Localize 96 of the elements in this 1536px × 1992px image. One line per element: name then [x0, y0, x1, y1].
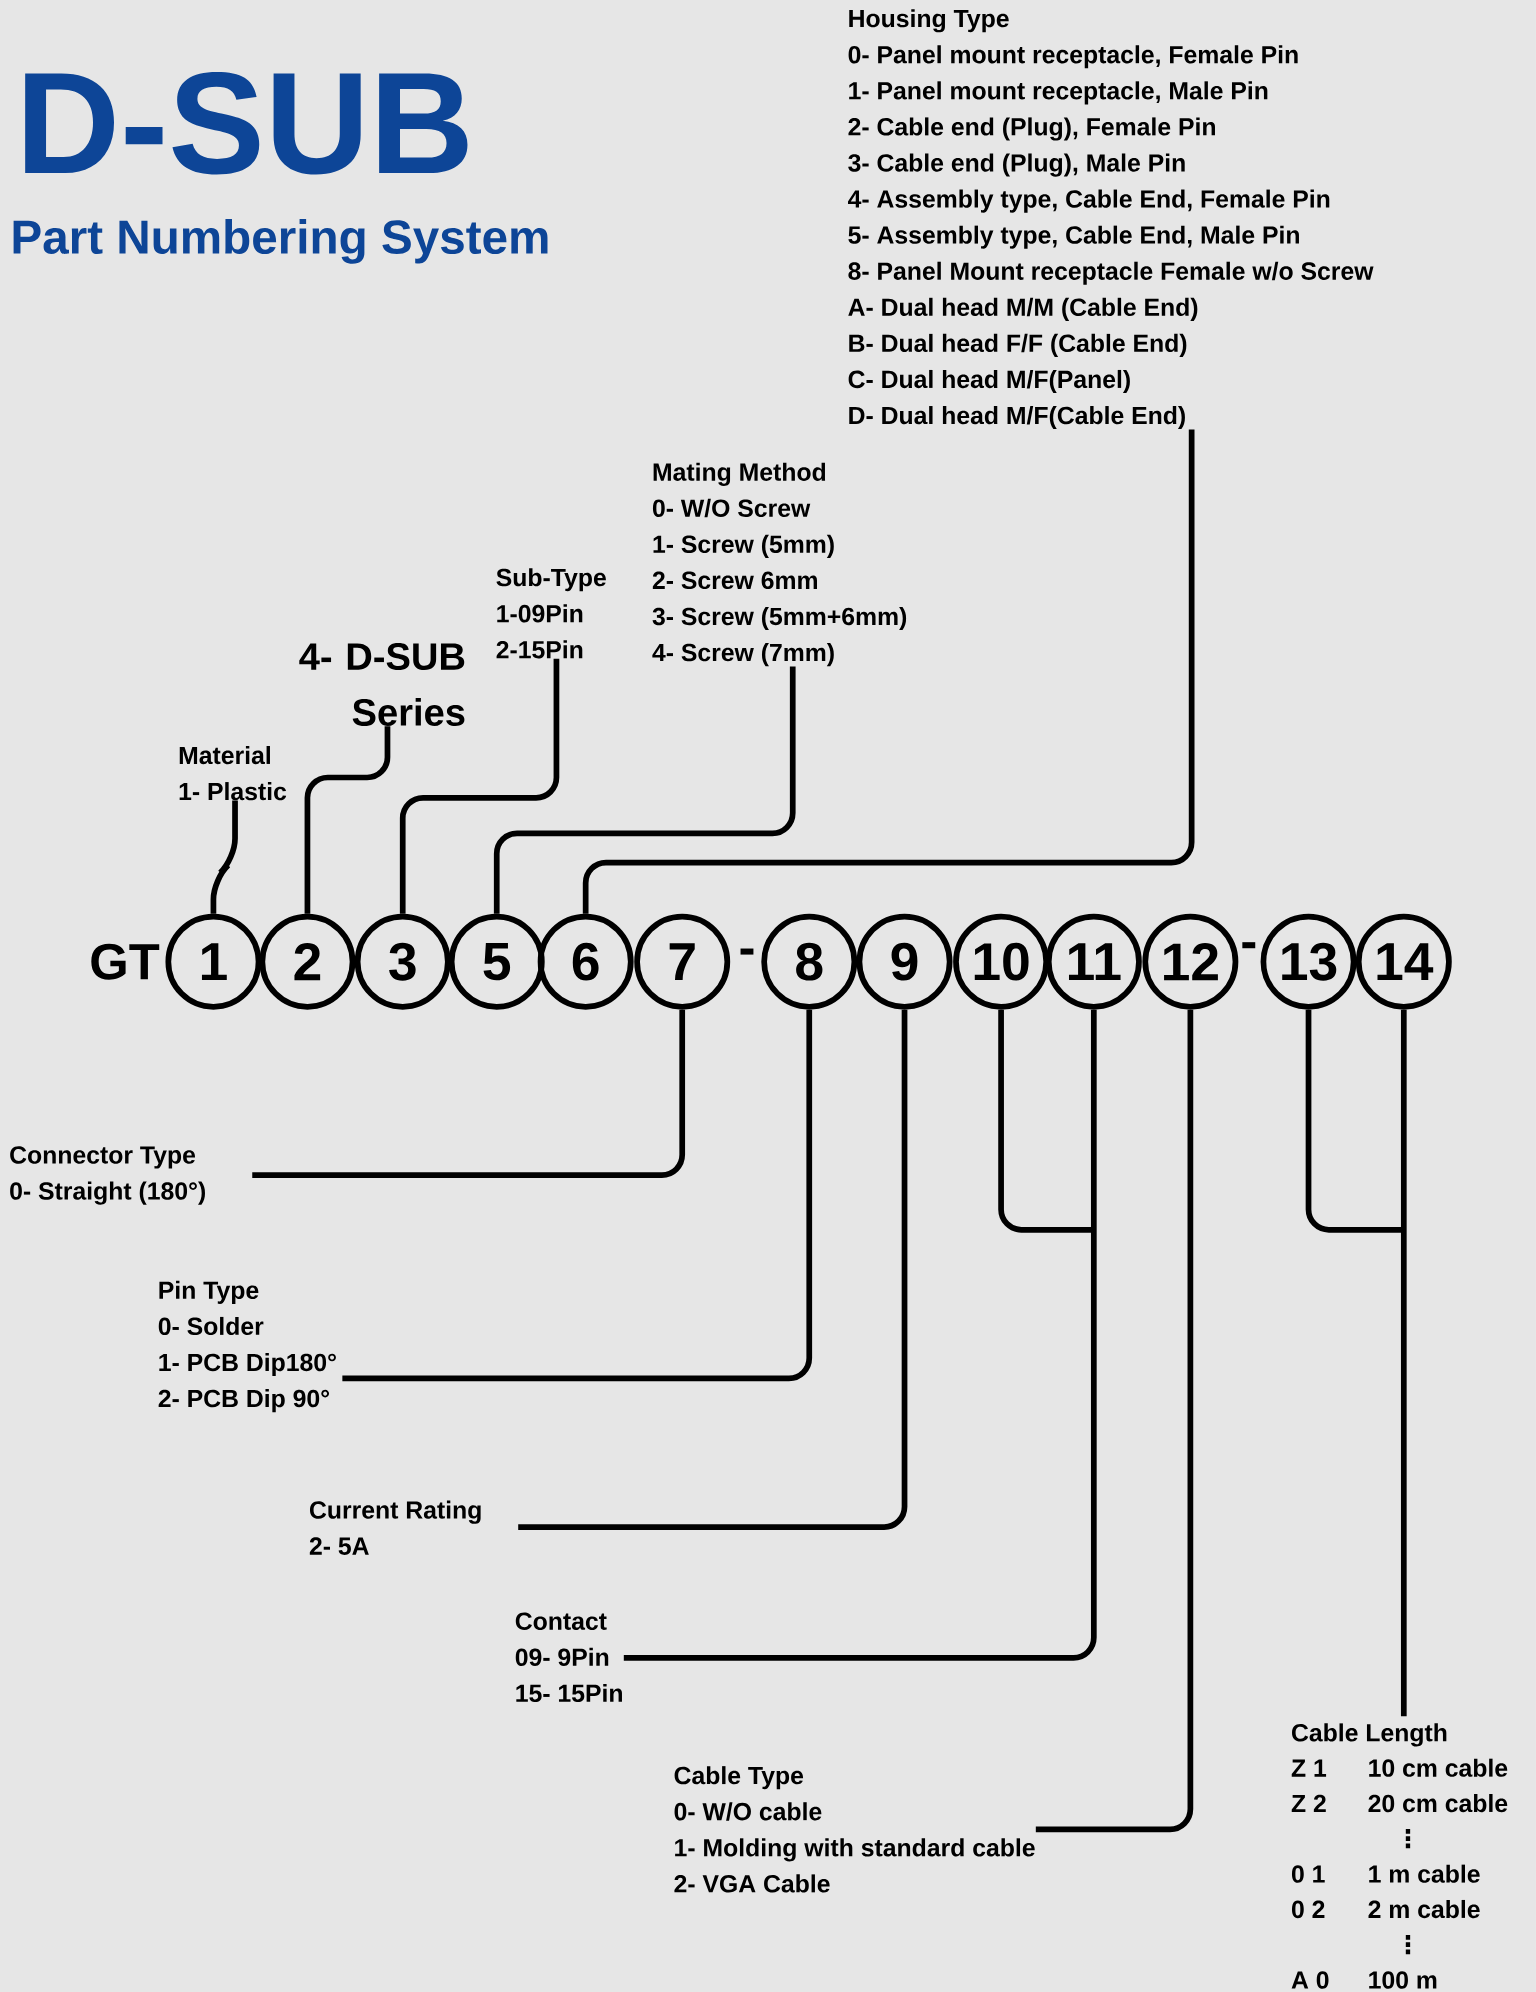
heading-text: Pin Type [159, 1280, 259, 1304]
heading-text: Housing Type [849, 9, 1009, 33]
number-text: 1 [202, 943, 227, 981]
number-text: 14 [1377, 943, 1434, 981]
option-text: 1-09Pin [497, 604, 583, 623]
leader-line [1401, 1009, 1407, 1717]
number-text: 7 [669, 943, 695, 981]
number-circle [761, 913, 858, 1010]
option-text: 15- 15Pin [516, 1683, 622, 1703]
number-circle [856, 913, 953, 1010]
option-text: 3- Screw (5mm+6mm) [652, 607, 907, 631]
option-text: 0- W/O cable [674, 1802, 822, 1821]
leader-line [518, 1009, 908, 1530]
number-circle [448, 913, 545, 1010]
heading-text: Contact [515, 1612, 607, 1630]
option-text: 2- Screw 6mm [652, 571, 818, 590]
number-circle [165, 913, 262, 1010]
number-circle [1045, 913, 1142, 1010]
leader-line [623, 1009, 1097, 1661]
separator-text: - [740, 948, 754, 955]
option-text: 1- PCB Dip180° [159, 1353, 336, 1377]
option-text: 2-15Pin [496, 640, 583, 659]
number-circle [537, 913, 634, 1010]
ellipsis: ⋮ [1405, 1829, 1411, 1849]
code-text: 0 1 [1292, 1865, 1325, 1883]
option-text: D- Dual head M/F(Cable End) [849, 406, 1185, 430]
option-text: 4- Assembly type, Cable End, Female Pin [848, 189, 1330, 213]
heading-text: Current Rating [310, 1500, 481, 1524]
subtitle-text: Part Numbering System [13, 219, 548, 264]
option-text: 3- Cable end (Plug), Male Pin [848, 153, 1185, 177]
option-text: 4- Screw (7mm) [652, 643, 834, 667]
heading-text: Material [179, 746, 270, 765]
option-text: 0- Solder [158, 1316, 264, 1336]
number-circle [259, 913, 356, 1010]
heading-text: Cable Length [1292, 1723, 1447, 1747]
leader-line [582, 429, 1195, 914]
option-text: 8- Panel Mount receptacle Female w/o Screw [848, 261, 1374, 285]
option-text: 2- 5A [309, 1537, 369, 1555]
code-text: Z 1 [1291, 1759, 1327, 1777]
heading-text: Sub-Type [496, 568, 606, 592]
leader-line [399, 658, 560, 914]
leader-line [252, 1009, 686, 1178]
number-text: 5 [483, 943, 511, 981]
title-text: D-SUB [25, 71, 468, 175]
number-text: 13 [1282, 942, 1337, 981]
option-text: 1- Plastic [179, 782, 287, 801]
number-circle [953, 913, 1050, 1010]
heading-text: 4- D-SUB Series [299, 643, 465, 726]
number-circle [354, 913, 451, 1010]
code-text: Z 2 [1291, 1794, 1326, 1812]
option-text: 2 m cable [1368, 1899, 1480, 1919]
heading-text: Mating Method [653, 462, 826, 486]
leader-line [342, 1009, 813, 1382]
number-text: 9 [891, 942, 918, 981]
leader-line [1305, 1009, 1404, 1233]
option-text: 1- Molding with standard cable [675, 1838, 1035, 1862]
option-text: 10 cm cable [1369, 1758, 1508, 1777]
option-text: 5- Assembly type, Cable End, Male Pin [848, 225, 1299, 249]
number-text: 10 [974, 942, 1029, 981]
leader-line [210, 800, 238, 914]
separator-text: - [1242, 942, 1256, 949]
number-circle [1260, 913, 1357, 1010]
prefix-text: GT [91, 943, 160, 980]
option-text: 2- VGA Cable [674, 1874, 830, 1893]
option-text: 1- Panel mount receptacle, Male Pin [849, 81, 1268, 105]
option-text: 09- 9Pin [515, 1647, 609, 1667]
number-circle [1355, 913, 1452, 1010]
option-text: 2- PCB Dip 90° [158, 1389, 330, 1413]
code-text: A 0 [1291, 1971, 1329, 1989]
leader-line [998, 1009, 1094, 1233]
leader-line [1035, 1009, 1194, 1833]
ellipsis: ⋮ [1405, 1935, 1411, 1955]
option-text: C- Dual head M/F(Panel) [848, 369, 1130, 394]
leader-line [304, 726, 391, 914]
number-text: 2 [294, 943, 321, 981]
option-text: 0- Panel mount receptacle, Female Pin [848, 45, 1298, 69]
option-text: B- Dual head F/F (Cable End) [849, 333, 1187, 357]
number-circle [1142, 913, 1239, 1010]
number-text: 3 [389, 942, 416, 981]
heading-text: Cable Type [674, 1766, 804, 1790]
number-circle [634, 913, 731, 1010]
option-text: 20 cm cable [1368, 1794, 1508, 1813]
option-text: A- Dual head M/M (Cable End) [848, 297, 1198, 321]
option-text: 2- Cable end (Plug), Female Pin [848, 117, 1216, 141]
option-text: 0- W/O Screw [653, 498, 811, 518]
number-text: 11 [1069, 943, 1121, 981]
heading-text: Connector Type [10, 1146, 196, 1169]
leader-line [493, 666, 796, 914]
number-text: 6 [572, 942, 599, 981]
number-text: 12 [1164, 943, 1218, 981]
option-text: 0- Straight (180°) [10, 1181, 206, 1205]
option-text: 100 m [1369, 1971, 1437, 1989]
option-text: 1 m cable [1369, 1864, 1480, 1883]
number-text: 8 [796, 942, 823, 981]
option-text: 1- Screw (5mm) [653, 534, 834, 558]
code-text: 0 2 [1292, 1900, 1325, 1919]
